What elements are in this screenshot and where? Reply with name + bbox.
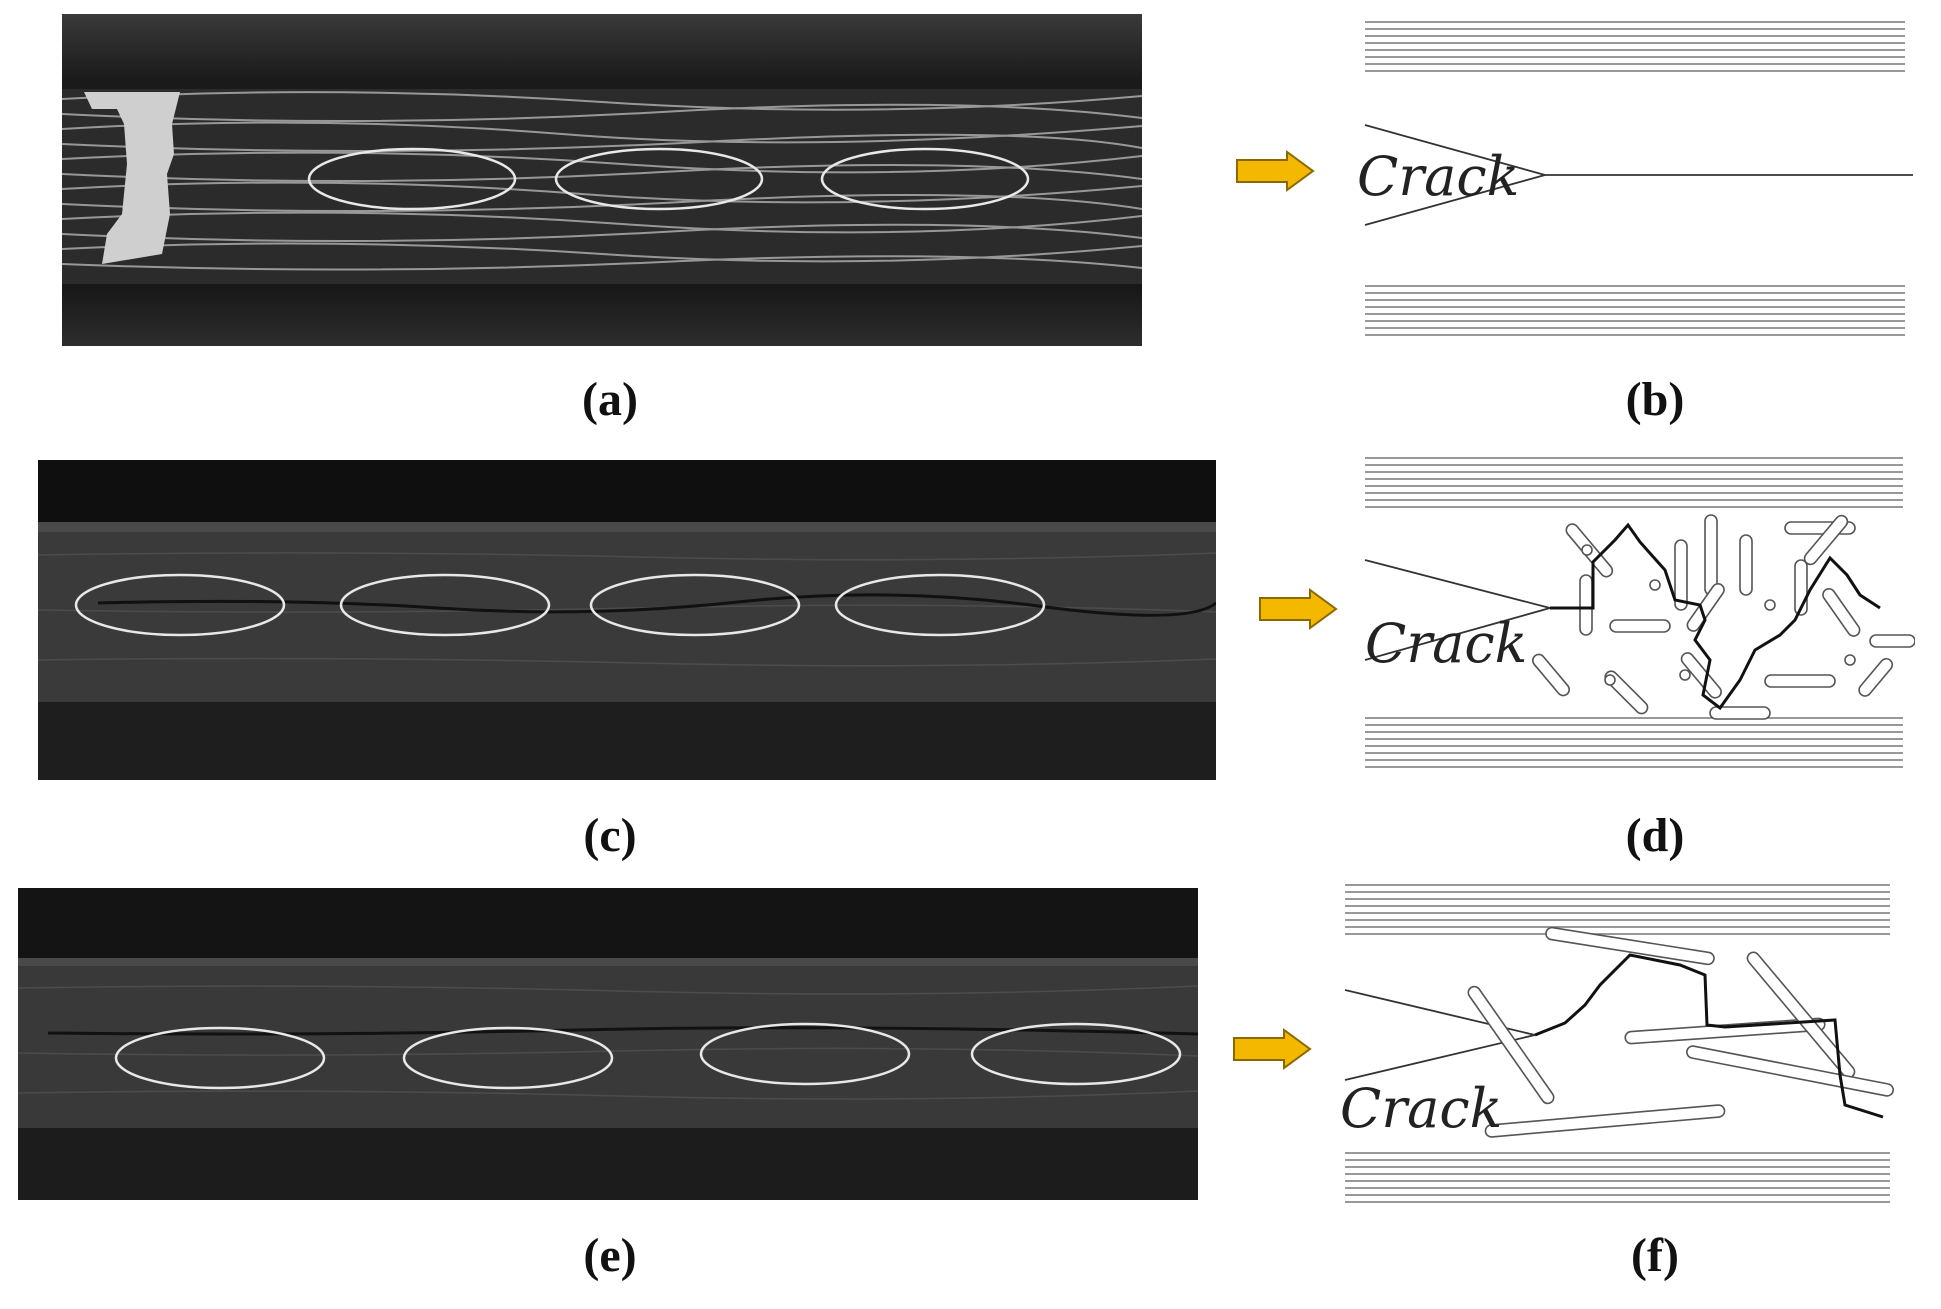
long-fibers <box>1467 926 1894 1138</box>
crack-wedge <box>1364 559 1551 661</box>
schematic-panel-d: Crack <box>1355 450 1915 790</box>
schematic-panel-f: Crack <box>1335 875 1935 1215</box>
highlight-ellipses-c <box>74 573 1046 637</box>
short-fibers <box>1531 514 1915 720</box>
crack-highlight-ellipse <box>307 147 517 211</box>
crack-wedge <box>1364 124 1913 226</box>
panel-caption-f: (f) <box>1631 1229 1679 1282</box>
photo-panel-e <box>18 888 1198 1200</box>
crack-highlight-ellipse <box>699 1022 911 1086</box>
crack-path <box>1534 953 1884 1119</box>
laminate-top <box>1365 21 1905 72</box>
crack-path <box>1550 522 1881 711</box>
crack-highlight-ellipse <box>402 1026 614 1090</box>
crack-highlight-ellipse <box>820 147 1030 211</box>
panel-caption-b: (b) <box>1625 373 1685 426</box>
photo-panel-a <box>62 14 1142 346</box>
right-arrow-icon <box>1235 150 1315 196</box>
right-arrow-icon <box>1232 1028 1312 1074</box>
panel-caption-d: (d) <box>1625 809 1685 862</box>
crack-highlight-ellipse <box>74 573 286 637</box>
crack-highlight-ellipse <box>339 573 551 637</box>
crack-label: Crack <box>1365 612 1527 675</box>
panel-caption-e: (e) <box>583 1229 637 1282</box>
laminate-bottom <box>1365 285 1905 336</box>
laminate-bottom <box>1345 1152 1890 1203</box>
crack-highlight-ellipse <box>589 573 801 637</box>
laminate-top <box>1365 457 1903 508</box>
crack-label: Crack <box>1357 145 1519 208</box>
highlight-ellipses-e <box>114 1022 1182 1090</box>
laminate-bottom <box>1365 717 1903 768</box>
crack-highlight-ellipse <box>834 573 1046 637</box>
crack-highlight-ellipse <box>970 1022 1182 1086</box>
crack-label: Crack <box>1340 1077 1502 1140</box>
panel-caption-a: (a) <box>582 373 638 426</box>
photo-panel-c <box>38 460 1216 780</box>
right-arrow-icon <box>1258 588 1338 634</box>
crack-highlight-ellipse <box>114 1026 326 1090</box>
crack-highlight-ellipse <box>554 147 764 211</box>
schematic-panel-b: Crack <box>1345 10 1925 355</box>
panel-caption-c: (c) <box>583 809 637 862</box>
highlight-ellipses-a <box>307 147 1030 211</box>
laminate-top <box>1345 884 1890 935</box>
